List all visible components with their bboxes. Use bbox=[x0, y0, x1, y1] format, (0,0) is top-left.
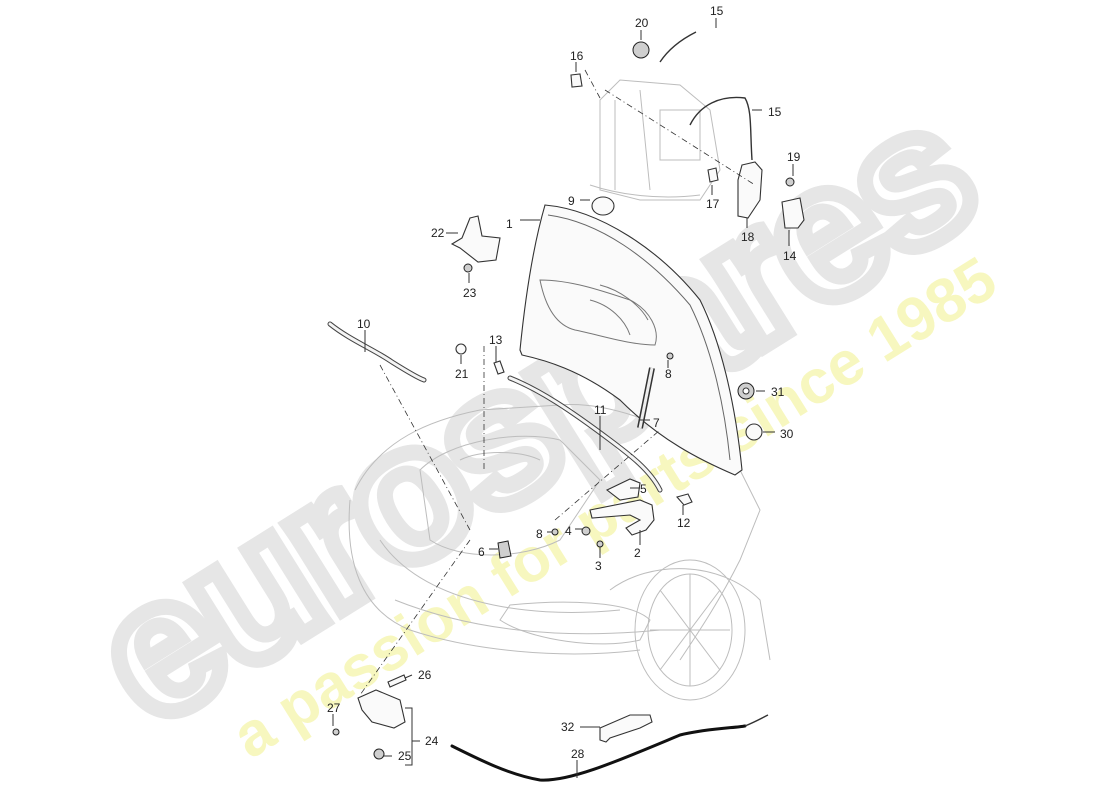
part-22-bracket bbox=[450, 215, 501, 263]
part-9-pad bbox=[591, 196, 615, 216]
part-16-clip bbox=[570, 73, 583, 88]
part-7-gas-strut bbox=[637, 367, 655, 429]
callout-5: 5 bbox=[640, 482, 647, 496]
callout-10: 10 bbox=[357, 317, 371, 331]
callout-3: 3 bbox=[595, 559, 602, 573]
callout-12: 12 bbox=[677, 516, 691, 530]
part-10-seal bbox=[327, 321, 427, 383]
callout-18: 18 bbox=[741, 230, 755, 244]
callout-14: 14 bbox=[783, 249, 797, 263]
part-27-bolt bbox=[332, 728, 340, 736]
callout-1: 1 bbox=[506, 217, 513, 231]
callout-8-upper: 8 bbox=[665, 367, 672, 381]
part-30-plug bbox=[745, 423, 763, 441]
part-13-clip bbox=[493, 360, 505, 375]
callout-31: 31 bbox=[771, 385, 785, 399]
callout-7: 7 bbox=[653, 416, 660, 430]
callout-4: 4 bbox=[565, 524, 572, 538]
callout-24: 24 bbox=[425, 734, 439, 748]
callout-6: 6 bbox=[478, 545, 485, 559]
part-3-bolt bbox=[596, 540, 604, 548]
callout-8-lower: 8 bbox=[536, 527, 543, 541]
callout-27: 27 bbox=[327, 701, 341, 715]
callout-32: 32 bbox=[561, 720, 575, 734]
callout-9: 9 bbox=[568, 194, 575, 208]
part-1-hood bbox=[519, 204, 743, 476]
part-4-nut bbox=[581, 526, 591, 536]
part-25-microswitch bbox=[373, 748, 385, 760]
part-14-cover bbox=[781, 197, 805, 229]
part-17-clip bbox=[707, 167, 719, 183]
callout-20: 20 bbox=[635, 16, 649, 30]
part-24-lock bbox=[357, 689, 406, 729]
part-18-release-lever bbox=[737, 161, 763, 219]
watermark: eurospares a passion for parts since 198… bbox=[51, 55, 1014, 772]
part-5-hinge-spring bbox=[605, 478, 641, 501]
callout-15-upper: 15 bbox=[710, 4, 724, 18]
part-26-bolt bbox=[387, 674, 407, 688]
part-8-ballstud-lower bbox=[551, 528, 559, 536]
part-19-screw bbox=[785, 177, 795, 187]
part-32-bracket bbox=[599, 714, 653, 743]
callout-labels: 1 2 3 4 5 6 7 8 8 9 10 11 12 13 14 15 15… bbox=[327, 4, 801, 763]
callout-30: 30 bbox=[780, 427, 794, 441]
watermark-brand: eurospares bbox=[59, 63, 1006, 764]
callout-16: 16 bbox=[570, 49, 584, 63]
part-20-grommet bbox=[632, 41, 650, 59]
callout-25: 25 bbox=[398, 749, 412, 763]
part-2-hinge bbox=[589, 499, 655, 536]
callout-26: 26 bbox=[418, 668, 432, 682]
callout-2: 2 bbox=[634, 546, 641, 560]
car-body-outline bbox=[348, 79, 771, 701]
part-28-release-cable bbox=[450, 724, 747, 782]
callout-15-lower: 15 bbox=[768, 105, 782, 119]
leader-lines bbox=[332, 18, 794, 778]
callout-28: 28 bbox=[571, 747, 585, 761]
part-6-buffer bbox=[497, 540, 512, 559]
part-23-nut bbox=[463, 263, 473, 273]
callout-22: 22 bbox=[431, 226, 445, 240]
part-15-cable bbox=[689, 96, 753, 161]
callout-13: 13 bbox=[489, 333, 503, 347]
callout-19: 19 bbox=[787, 150, 801, 164]
callout-23: 23 bbox=[463, 286, 477, 300]
callout-17: 17 bbox=[706, 197, 720, 211]
part-21-plug bbox=[455, 343, 467, 355]
part-11-seal bbox=[507, 375, 663, 493]
callout-11: 11 bbox=[594, 403, 607, 417]
part-8-ballstud-upper bbox=[666, 352, 674, 360]
part-15-cable-upper bbox=[659, 31, 697, 63]
callout-21: 21 bbox=[455, 367, 469, 381]
part-12-clip bbox=[676, 493, 693, 506]
